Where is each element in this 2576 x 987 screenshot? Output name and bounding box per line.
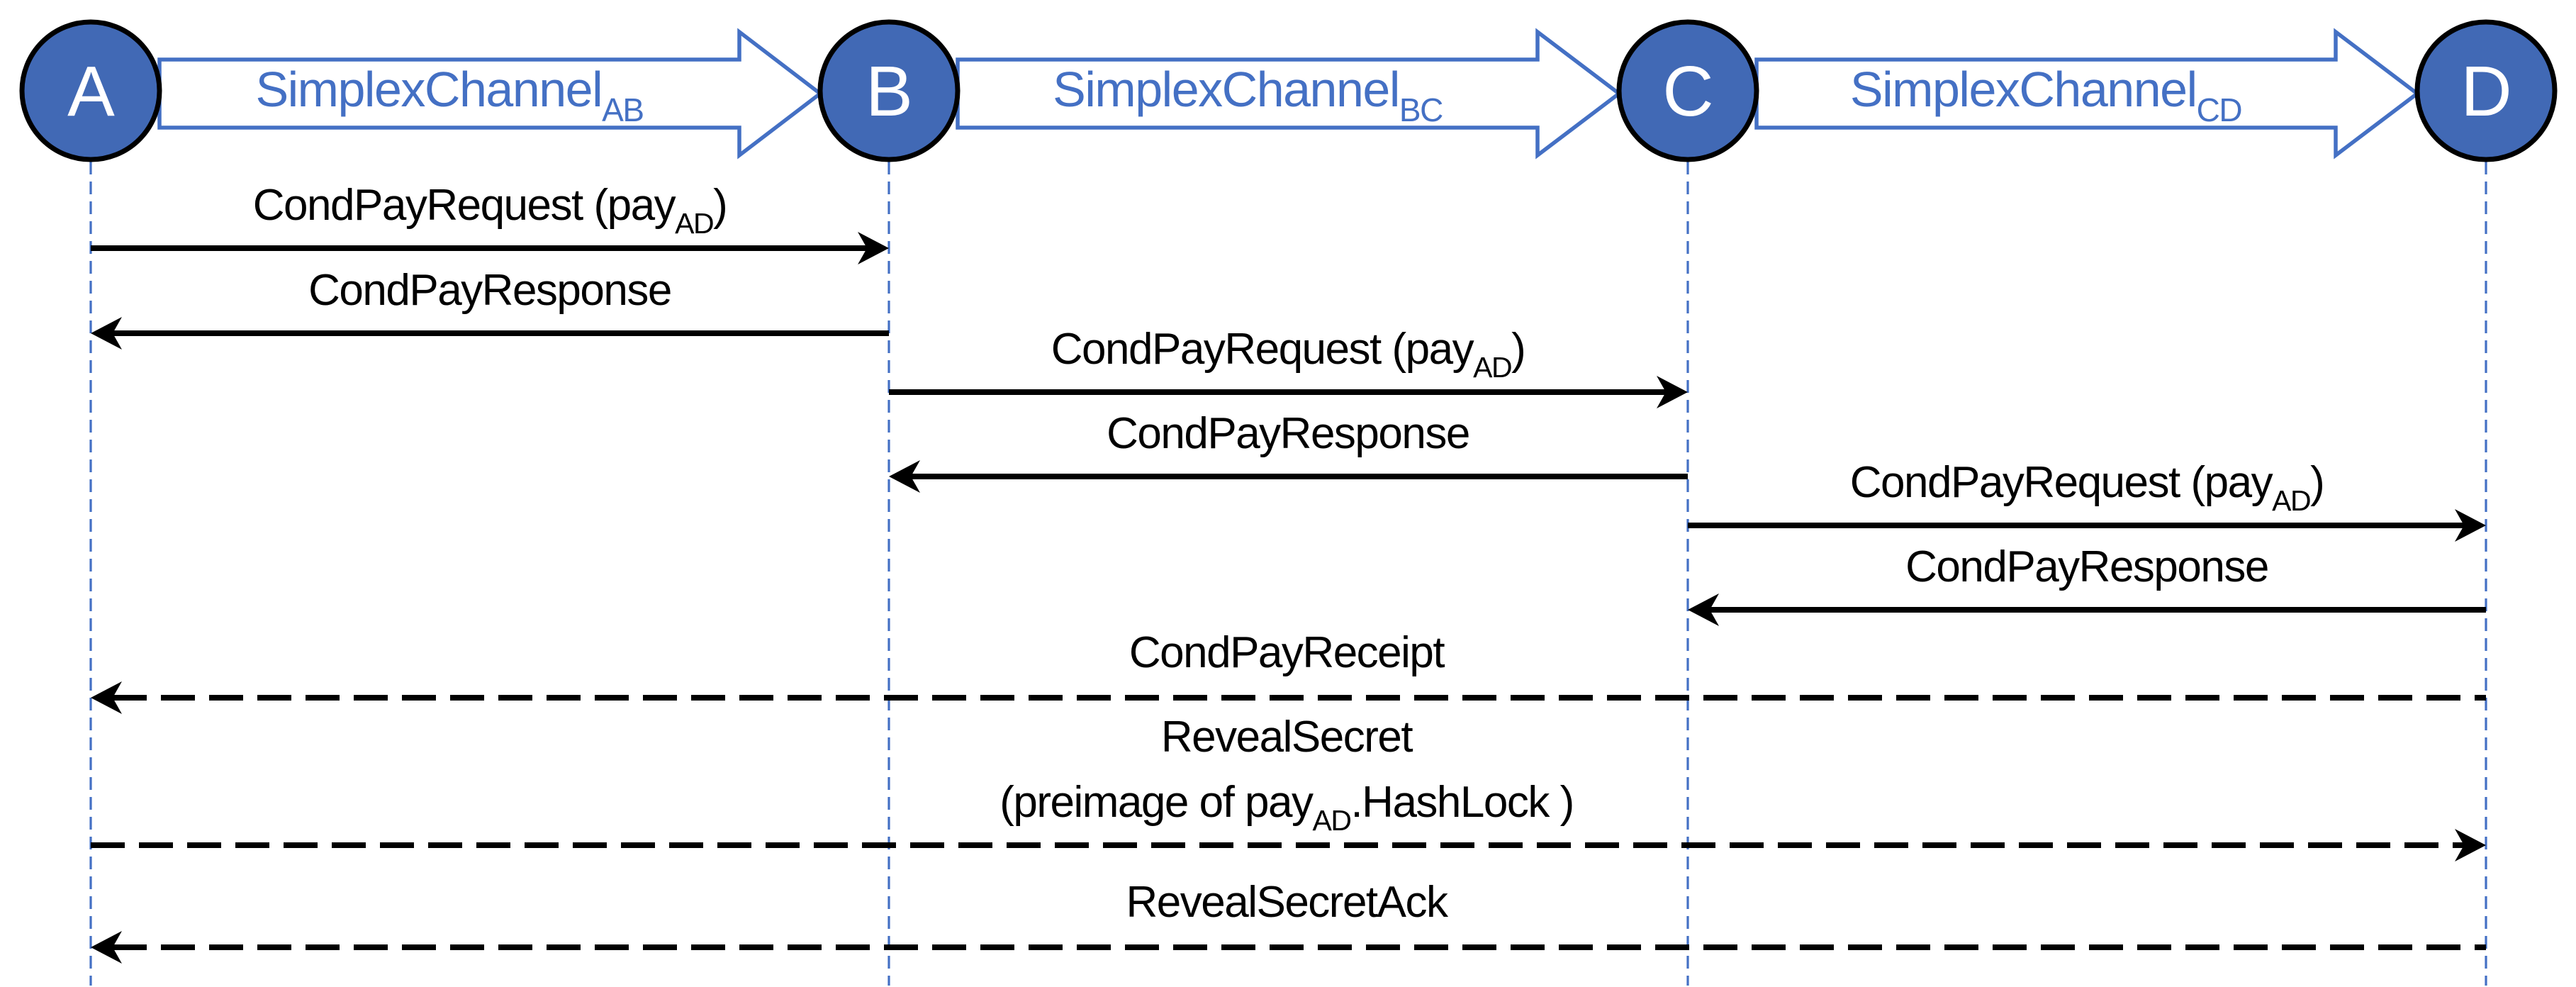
arrowhead-left-icon [91,317,122,350]
message-condpayresponse-dc-label: CondPayResponse [1905,542,2268,591]
node-c-circle [1616,19,1759,162]
node-d-label: D [2460,52,2511,131]
node-b: B [817,19,961,162]
node-d-circle [2414,19,2558,162]
node-b-circle [817,19,961,162]
message-revealsecret-ad-label-line2: (preimage of payAD.HashLock ) [999,778,1574,837]
message-condpayresponse-cb: CondPayResponse [889,409,1688,493]
node-b-label: B [866,52,912,131]
channel-bc-arrow-shape [956,28,1623,160]
arrowhead-left-icon [1688,593,1719,626]
message-condpayrequest-cd: CondPayRequest (payAD) [1688,458,2486,542]
arrowhead-right-icon [2455,509,2486,542]
message-condpayresponse-dc: CondPayResponse [1688,542,2486,626]
message-revealsecret-ad: RevealSecret (preimage of payAD.HashLock… [91,713,2486,861]
message-condpayresponse-cb-label: CondPayResponse [1107,409,1469,458]
arrowhead-right-icon [858,232,889,264]
channel-cd-label: SimplexChannelCD [1850,62,2241,128]
arrowhead-left-icon [889,460,920,493]
channel-cd: SimplexChannelCD [1754,28,2421,160]
message-condpayrequest-bc: CondPayRequest (payAD) [889,325,1688,408]
node-a-circle [19,19,162,162]
channel-bc-label: SimplexChannelBC [1053,62,1443,128]
channel-ab: SimplexChannelAB [157,28,824,160]
message-condpayreceipt-da-label: CondPayReceipt [1129,628,1445,677]
channel-bc: SimplexChannelBC [956,28,1623,160]
message-revealsecretack-da-label: RevealSecretAck [1126,878,1449,927]
message-condpayrequest-bc-label: CondPayRequest (payAD) [1051,325,1525,384]
message-condpayresponse-ba: CondPayResponse [91,266,889,350]
channel-ab-label: SimplexChannelAB [255,62,643,128]
node-c: C [1616,19,1759,162]
message-condpayrequest-ab: CondPayRequest (payAD) [91,181,889,264]
node-a-label: A [67,52,115,131]
message-condpayresponse-ba-label: CondPayResponse [308,266,671,315]
channel-cd-arrow-shape [1754,28,2421,160]
message-revealsecret-ad-label: RevealSecret [1161,713,1413,762]
node-c-label: C [1662,52,1713,131]
message-condpayrequest-ab-label: CondPayRequest (payAD) [253,181,727,240]
node-a: A [19,19,162,162]
arrowhead-right-icon [2455,829,2486,861]
message-revealsecretack-da: RevealSecretAck [91,878,2486,964]
node-d: D [2414,19,2558,162]
message-condpayrequest-cd-label: CondPayRequest (payAD) [1850,458,2324,517]
arrowhead-left-icon [91,931,122,964]
message-condpayreceipt-da: CondPayReceipt [91,628,2486,714]
arrowhead-right-icon [1657,376,1688,408]
arrowhead-left-icon [91,681,122,714]
channel-ab-arrow-shape [157,28,824,160]
